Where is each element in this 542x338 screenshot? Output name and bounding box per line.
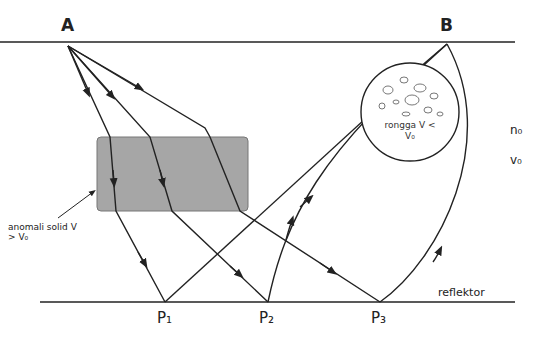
cavity-circle: rongga V < V₀ (360, 62, 460, 162)
reflection-point-label: P₁ (157, 310, 172, 327)
anomaly-label: anomali solid V > V₀ (8, 222, 78, 243)
reflection-point-label: P₃ (371, 310, 386, 327)
cavity-outline (360, 62, 460, 162)
parameter-label: v₀ (510, 154, 522, 168)
parameter-label: n₀ (510, 124, 522, 138)
point-label: A (61, 16, 74, 36)
reflector-label: reflektor (438, 287, 485, 300)
cavity-label: rongga V < V₀ (380, 120, 440, 143)
point-label: B (440, 16, 453, 36)
reflection-point-label: P₂ (259, 310, 274, 327)
